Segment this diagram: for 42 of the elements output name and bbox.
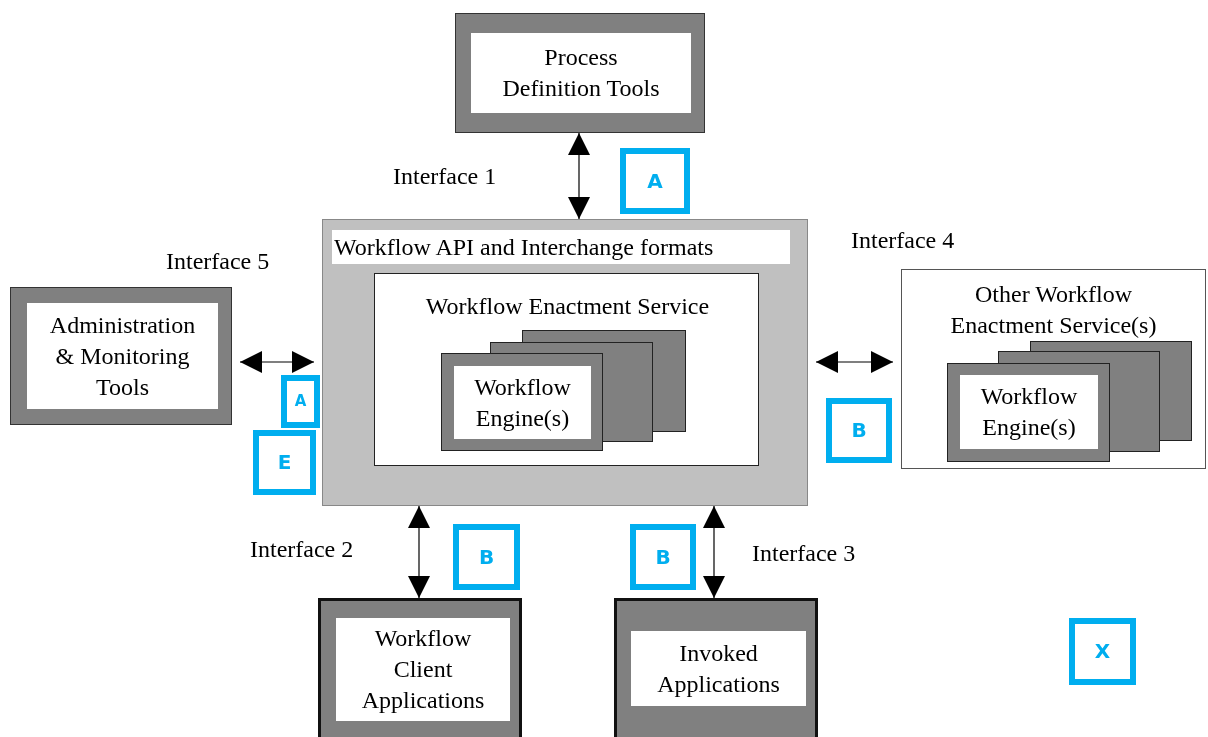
double-arrow	[239, 351, 315, 373]
double-arrow	[408, 505, 430, 599]
tag-box	[453, 524, 520, 590]
double-arrow	[568, 132, 590, 220]
tag-letter: B	[477, 543, 496, 571]
tag-letter: B	[850, 417, 868, 444]
api-container	[322, 219, 808, 506]
box-label: Invoked Applications	[631, 631, 806, 706]
interface-label: Interface 1	[393, 163, 497, 190]
interface-label: Interface 5	[166, 248, 270, 275]
tag-box	[1069, 618, 1136, 685]
tag-letter: E	[276, 449, 293, 476]
tag-box	[826, 398, 892, 463]
tag-box	[620, 148, 690, 214]
application-box	[614, 598, 818, 737]
box-label: Workflow Enactment Service	[424, 291, 711, 321]
service-box	[374, 273, 759, 466]
tool-box	[455, 13, 705, 133]
tool-box	[10, 287, 232, 425]
application-box	[318, 598, 522, 737]
box-label: Process Definition Tools	[471, 33, 691, 113]
double-arrow	[703, 505, 725, 599]
box-label: Workflow Engine(s)	[960, 375, 1098, 449]
tag-box	[630, 524, 696, 590]
service-box	[901, 269, 1206, 469]
interface-label: Interface 3	[752, 540, 856, 567]
tag-box	[281, 375, 320, 428]
double-arrow	[815, 351, 894, 373]
interface-label: Interface 4	[851, 227, 955, 254]
box-label: Workflow Engine(s)	[454, 366, 591, 439]
tag-letter: A	[293, 391, 308, 412]
tag-letter: X	[1093, 638, 1112, 665]
tag-letter: B	[654, 543, 672, 571]
tag-letter: A	[646, 167, 664, 195]
box-label: Workflow Client Applications	[336, 618, 510, 721]
box-label: Other Workflow Enactment Service(s)	[949, 280, 1158, 340]
box-label: Workflow API and Interchange formats	[332, 230, 790, 264]
engine-card-stack	[947, 341, 1192, 462]
box-label: Administration & Monitoring Tools	[27, 303, 218, 409]
tag-box	[253, 430, 316, 495]
engine-card-stack	[441, 330, 686, 451]
interface-label: Interface 2	[250, 536, 354, 563]
